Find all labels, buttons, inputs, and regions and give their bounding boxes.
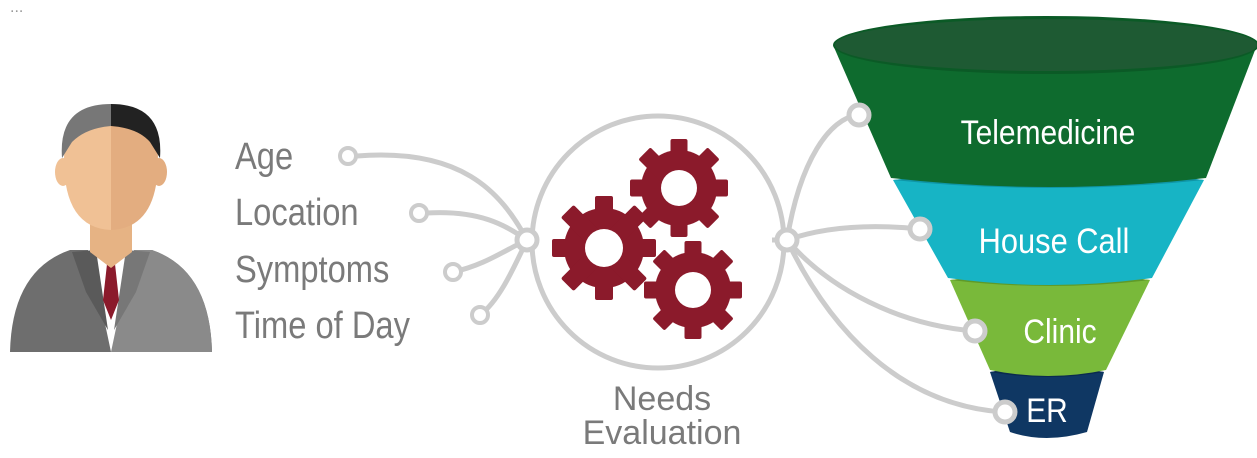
factor-label-location: Location — [235, 192, 359, 234]
tier-nodes — [846, 102, 1018, 425]
tier-label-house-call: House Call — [978, 222, 1130, 261]
gears-icon — [552, 139, 742, 339]
caption-text: ... — [10, 0, 24, 16]
evaluation-label-line1: Needs — [612, 380, 712, 418]
factor-nodes — [338, 146, 490, 325]
evaluation-label: Needs Evaluation — [583, 382, 742, 450]
factor-label-time-of-day: Time of Day — [235, 305, 410, 347]
funnel-tier-clinic — [950, 274, 1150, 376]
tier-label-telemedicine: Telemedicine — [960, 114, 1136, 152]
funnel-tier-house-call — [893, 171, 1204, 285]
tier-label-clinic: Clinic — [1023, 313, 1097, 351]
funnel-tier-er — [990, 367, 1104, 438]
factor-label-symptoms: Symptoms — [235, 249, 390, 291]
funnel-tier-telemedicine — [833, 45, 1257, 187]
person-avatar-icon — [10, 104, 212, 352]
care-funnel — [833, 16, 1257, 438]
tier-label-er: ER — [1026, 392, 1068, 430]
factor-label-age: Age — [235, 136, 294, 178]
hub-nodes — [514, 227, 800, 253]
evaluation-label-line2: Evaluation — [582, 414, 742, 452]
